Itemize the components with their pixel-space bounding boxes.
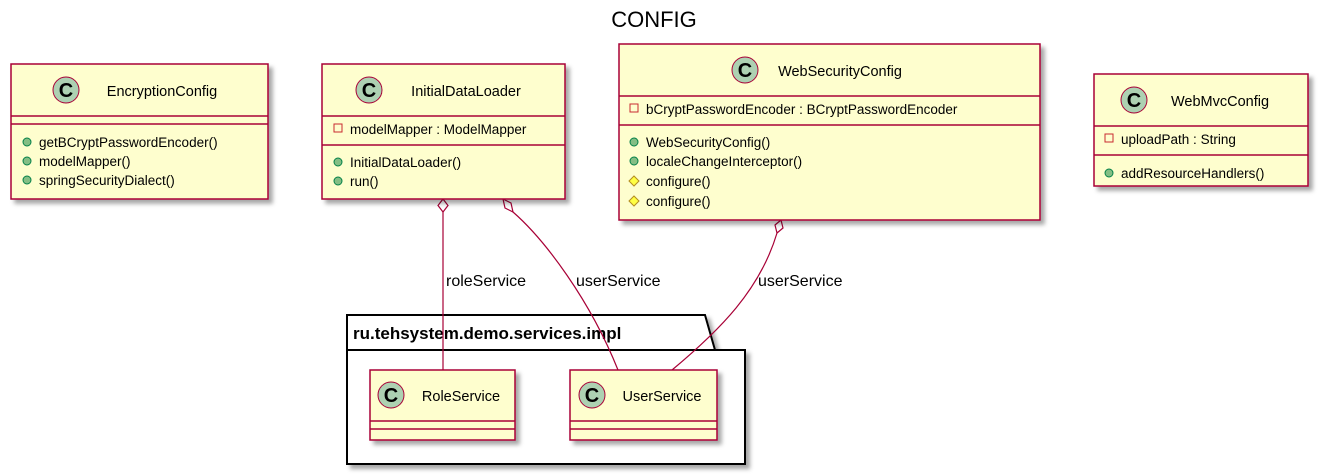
public-icon [22,156,32,166]
method: configure() [646,174,711,189]
class-icon: C [59,80,73,102]
method: getBCryptPasswordEncoder() [39,135,218,150]
relation-initial-data-loader-role-service: roleService [437,198,526,370]
class-name: WebSecurityConfig [778,64,902,80]
class-icon: C [384,385,398,407]
private-icon [1104,133,1114,143]
class-icon: C [738,60,752,82]
class-icon: C [1127,90,1141,112]
method: modelMapper() [39,154,131,169]
relation-label-user-service-2: userService [758,273,843,290]
method: springSecurityDialect() [39,173,175,188]
class-name: InitialDataLoader [411,84,521,100]
relation-initial-data-loader-user-service: userService [502,197,661,371]
package-name: ru.tehsystem.demo.services.impl [353,324,621,343]
public-icon [22,175,32,185]
public-icon [333,157,343,167]
class-web-security-config: C WebSecurityConfig bCryptPasswordEncode… [618,43,1041,221]
class-role-service: C RoleService [369,369,516,441]
private-icon [629,103,639,113]
field: modelMapper : ModelMapper [350,122,527,137]
method: InitialDataLoader() [350,155,461,170]
class-web-mvc-config: C WebMvcConfig uploadPath : String addRe… [1093,73,1309,187]
public-icon [333,176,343,186]
class-icon: C [362,80,376,102]
public-icon [22,137,32,147]
relation-label-user-service-1: userService [576,273,661,290]
class-encryption-config: C EncryptionConfig getBCryptPasswordEnco… [10,63,269,200]
class-name: RoleService [422,389,500,405]
public-icon [629,156,639,166]
relation-web-security-config-user-service: userService [671,218,843,371]
class-initial-data-loader: C InitialDataLoader modelMapper : ModelM… [321,63,566,200]
method: run() [350,174,379,189]
class-name: EncryptionConfig [107,84,217,100]
method: configure() [646,194,711,209]
public-icon [629,137,639,147]
class-icon: C [585,385,599,407]
class-name: WebMvcConfig [1171,94,1269,110]
field: uploadPath : String [1121,132,1236,147]
class-user-service: C UserService [569,369,718,441]
protected-icon [628,195,640,207]
class-name: UserService [623,389,702,405]
method: addResourceHandlers() [1121,166,1264,181]
relation-label-role-service: roleService [446,273,526,290]
method: localeChangeInterceptor() [646,154,802,169]
protected-icon [628,175,640,187]
diagram-title: CONFIG [611,7,697,32]
field: bCryptPasswordEncoder : BCryptPasswordEn… [646,102,958,117]
private-icon [333,123,343,133]
method: WebSecurityConfig() [646,135,770,150]
public-icon [1104,168,1114,178]
